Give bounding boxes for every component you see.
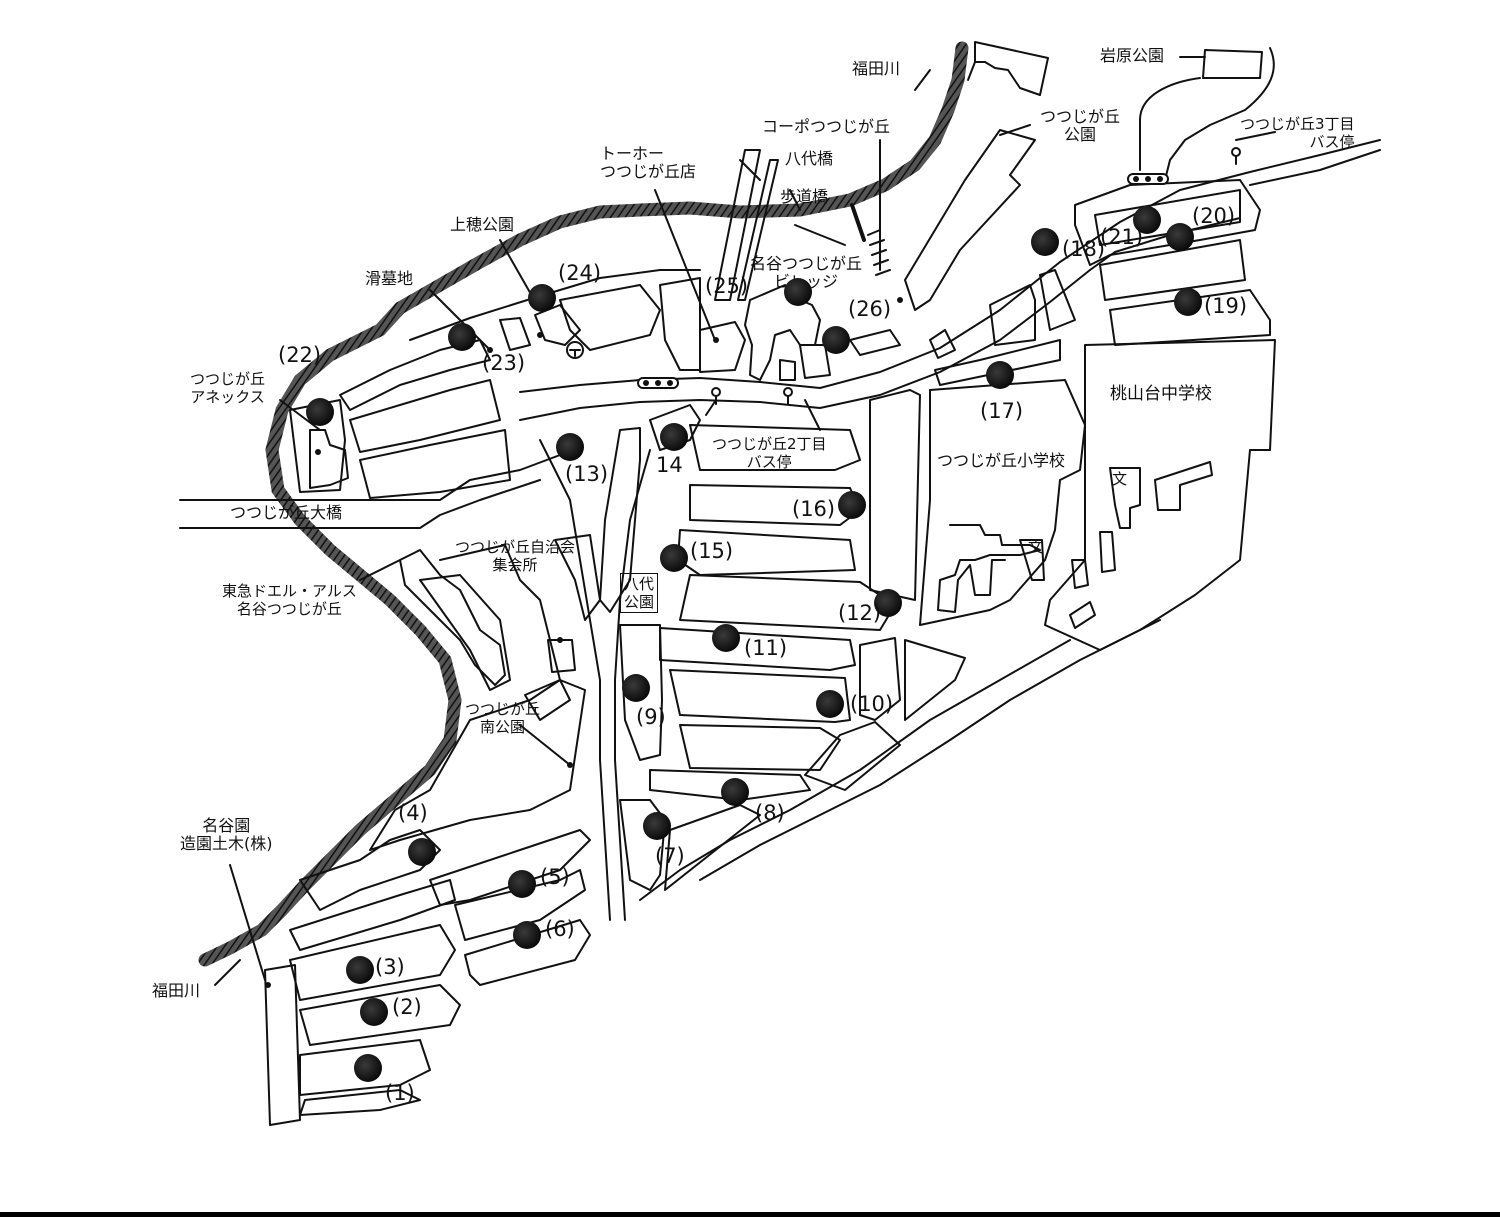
location-marker-number: (6): [545, 917, 575, 941]
fukuda-river-label-top: 福田川: [852, 59, 901, 78]
bus-stop-3-label: つつじが丘3丁目 バス停: [1240, 115, 1355, 151]
location-marker-dot: [306, 398, 334, 426]
location-marker-number: (15): [690, 539, 734, 563]
bus-stop-2-label: つつじが丘2丁目 バス停: [712, 435, 827, 471]
location-marker-number: (17): [980, 399, 1024, 423]
elementary-school-label: つつじが丘小学校: [937, 451, 1066, 470]
location-marker-dot: [1166, 223, 1194, 251]
location-marker-number: (11): [744, 636, 788, 660]
katsuraku-cemetery-label: 滑墓地: [365, 269, 414, 288]
nagataniEn-label: 名谷園 造園土木(株): [180, 816, 273, 853]
location-marker-number: (5): [540, 865, 570, 889]
location-marker-dot: [816, 690, 844, 718]
yashiro-park-label: 八代 公園: [620, 573, 659, 613]
ohashi-bridge-label: つつじが丘大橋: [230, 503, 343, 522]
location-marker-dot: [448, 323, 476, 351]
fukuda-river: [198, 41, 969, 967]
location-dots: [265, 297, 903, 988]
location-marker-dot: [513, 921, 541, 949]
location-marker-dot: [528, 284, 556, 312]
location-marker-dot: [408, 838, 436, 866]
location-marker-dot: [354, 1054, 382, 1082]
coop-label: コーポつつじが丘: [762, 117, 891, 136]
location-marker-number: (19): [1204, 294, 1248, 318]
location-marker-number: (7): [655, 844, 685, 868]
location-marker-dot: [1133, 206, 1161, 234]
location-marker-dot: [838, 491, 866, 519]
south-park-label: つつじが丘 南公園: [465, 700, 541, 736]
school-symbol-2: 文: [1028, 538, 1044, 556]
location-marker-number: (3): [375, 955, 405, 979]
location-marker-dot: [508, 870, 536, 898]
location-marker-number: (22): [278, 343, 322, 367]
location-marker-number: (26): [848, 297, 892, 321]
location-marker-dot: [784, 278, 812, 306]
location-marker-dot: [360, 998, 388, 1026]
annex-label: つつじが丘 アネックス: [190, 370, 266, 406]
traffic-signal-icons: [637, 173, 1169, 389]
jichikai-hall-label: つつじが丘自治会 集会所: [455, 538, 576, 574]
location-marker-number: (25): [705, 274, 749, 298]
location-marker-number: (1): [385, 1081, 415, 1105]
location-marker-number: (8): [755, 801, 785, 825]
location-marker-dot: [1174, 288, 1202, 316]
location-marker-number: (4): [398, 801, 428, 825]
location-marker-dot: [822, 326, 850, 354]
momoyamadai-school-label: 桃山台中学校: [1110, 384, 1212, 404]
location-marker-number: (9): [636, 705, 666, 729]
location-marker-dot: [874, 589, 902, 617]
location-marker-number: (18): [1062, 237, 1106, 261]
location-marker-dot: [660, 423, 688, 451]
location-marker-dot: [986, 361, 1014, 389]
school-symbol-1: 文: [1112, 470, 1128, 488]
location-marker-number: (20): [1192, 204, 1236, 228]
location-marker-dot: [643, 812, 671, 840]
location-marker-dot: [556, 433, 584, 461]
location-marker-number: (21): [1100, 225, 1144, 249]
location-marker-number: (16): [792, 497, 836, 521]
location-marker-number: (24): [558, 261, 602, 285]
tsutsujigaoka-park-label: つつじが丘 公園: [1040, 107, 1121, 144]
location-marker-dot: [712, 624, 740, 652]
location-marker-dot: [622, 674, 650, 702]
location-marker-number: (23): [482, 351, 526, 375]
footbridge-label: 歩道橋: [780, 187, 829, 206]
location-marker-number: (13): [565, 462, 609, 486]
location-marker-number: 14: [656, 453, 683, 477]
toho-store-label: トーホー つつじが丘店: [600, 144, 697, 181]
bottom-rule: [0, 1212, 1500, 1217]
location-marker-dot: [1031, 228, 1059, 256]
location-marker-dot: [346, 956, 374, 984]
location-marker-number: (12): [838, 601, 882, 625]
tokyu-dwell-label: 東急ドエル・アルス 名谷つつじが丘: [222, 582, 357, 618]
fukuda-river-label-bottom: 福田川: [152, 981, 201, 1000]
yashiro-bridge-label: 八代橋: [785, 149, 834, 168]
iwahara-park-label: 岩原公園: [1100, 46, 1165, 65]
location-marker-dot: [721, 778, 749, 806]
kamiho-park-label: 上穂公園: [450, 215, 515, 234]
location-marker-number: (10): [850, 692, 894, 716]
location-marker-number: (2): [392, 995, 422, 1019]
location-marker-dot: [660, 544, 688, 572]
